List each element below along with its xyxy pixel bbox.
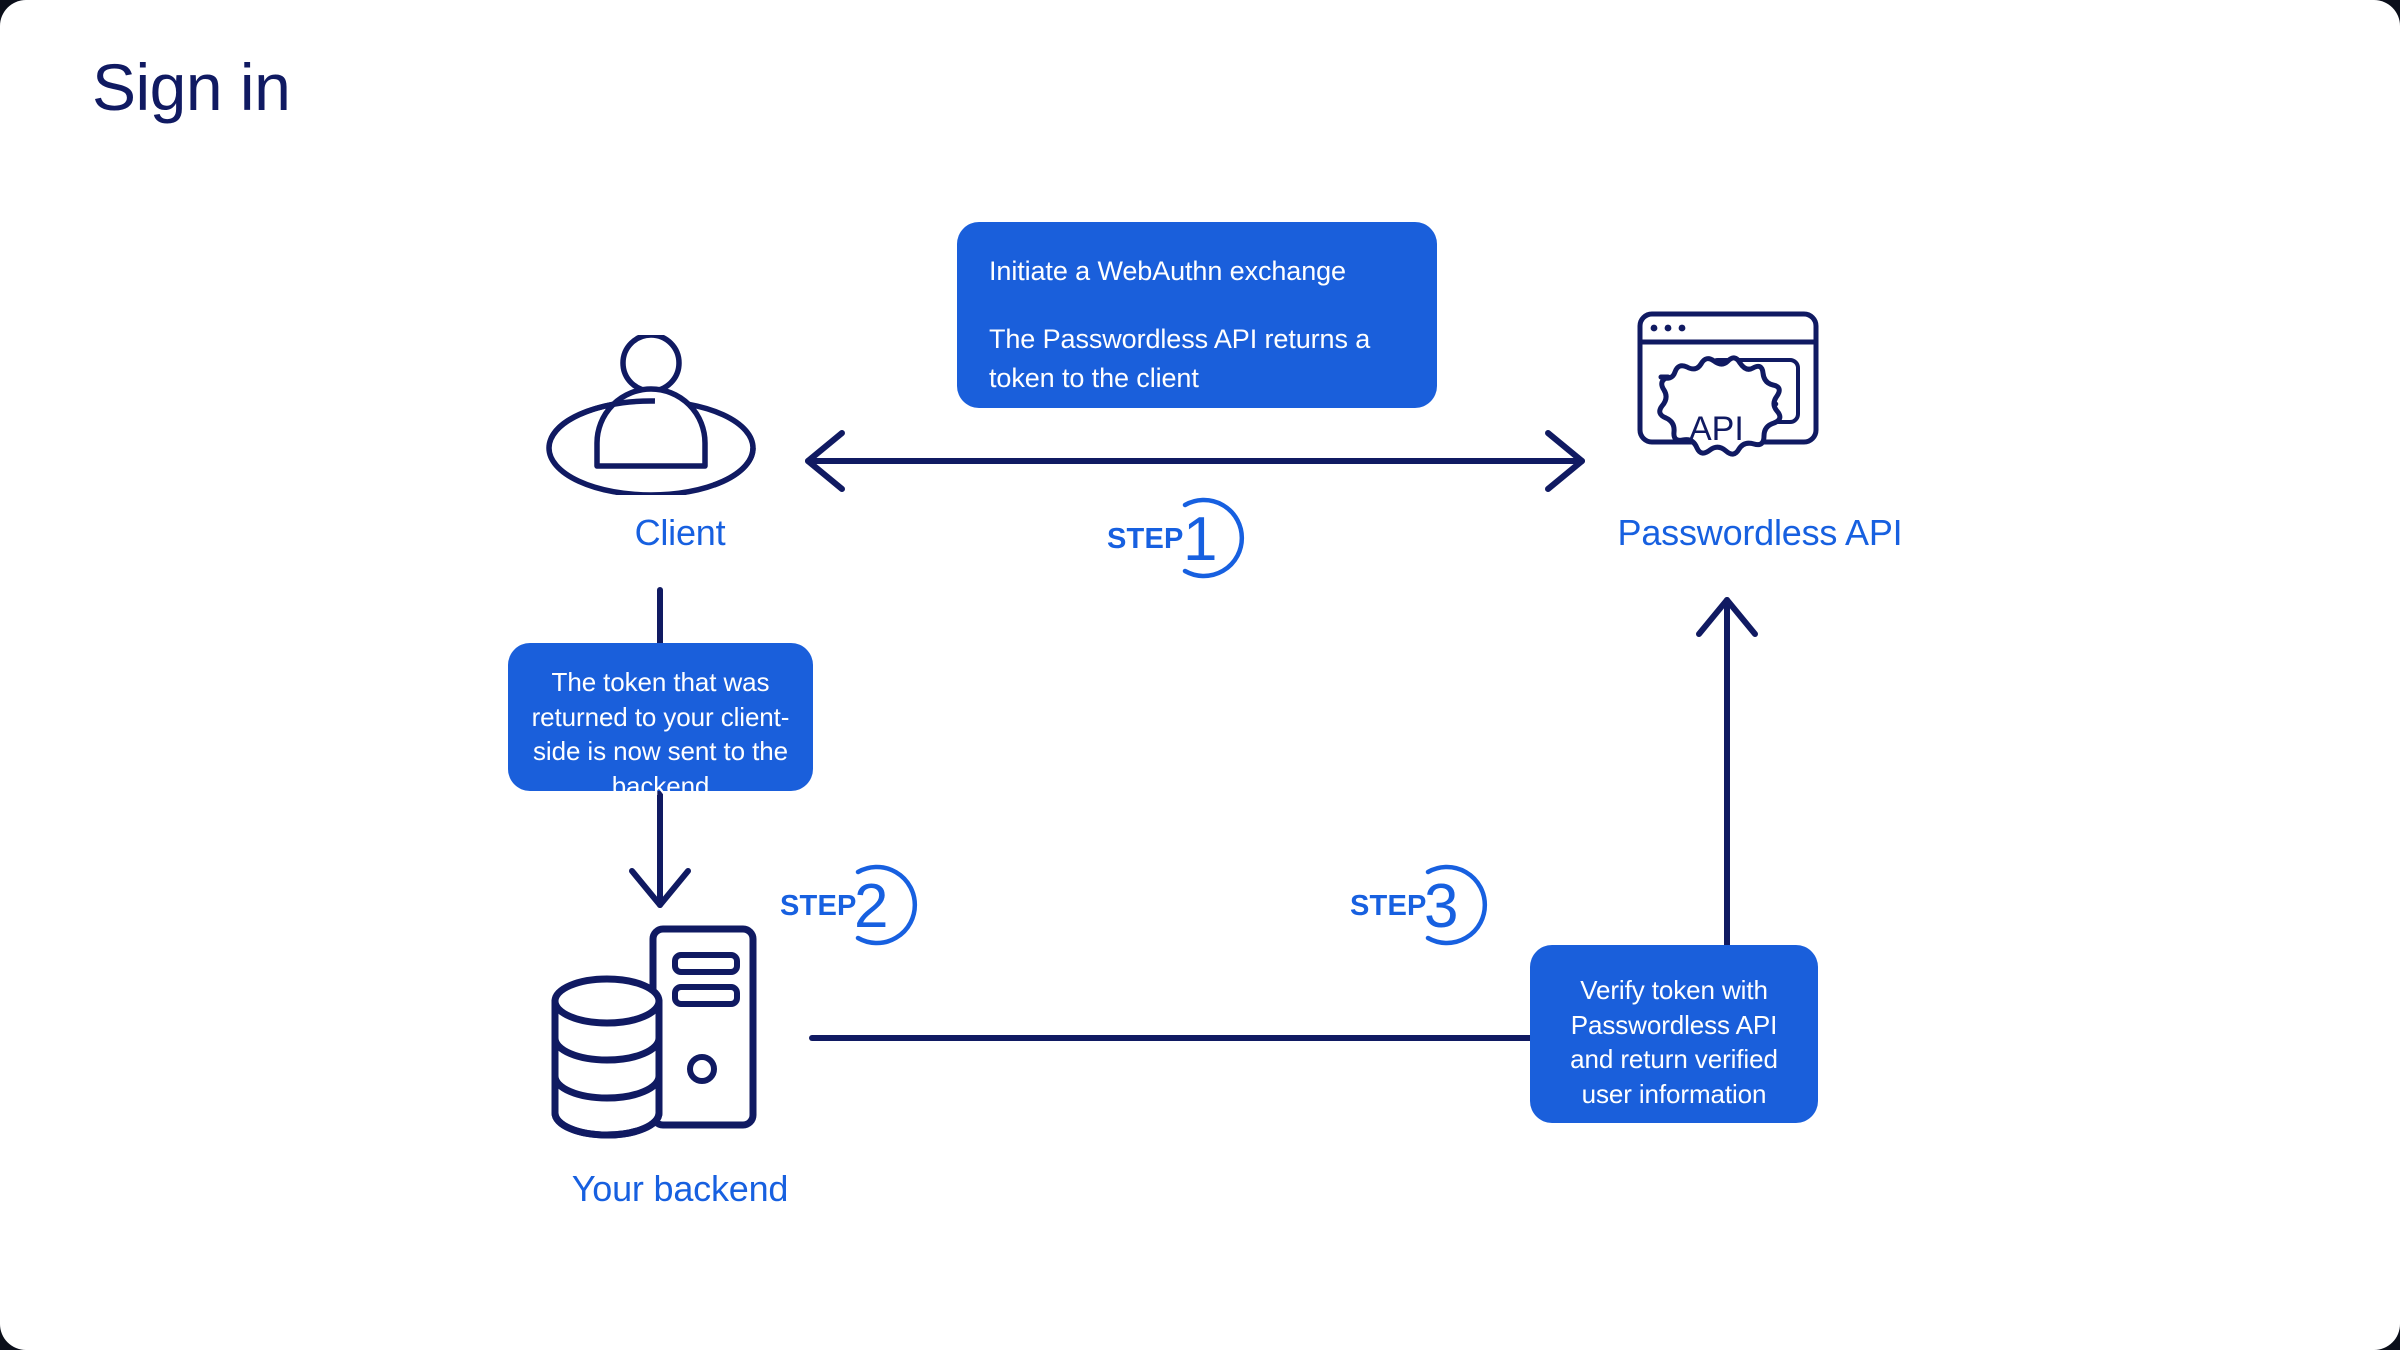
step-1-circle-shape — [1182, 497, 1245, 579]
step-badge-1: STEP 1 — [1105, 483, 1295, 593]
client-body-shape — [594, 386, 708, 469]
callout-1-line-2: The Passwordless API returns a token to … — [989, 324, 1371, 393]
callout-step-3: Verify token with Passwordless API and r… — [1530, 945, 1818, 1123]
step-badge-3: STEP 3 — [1348, 850, 1538, 960]
step-1-number: 1 — [1183, 505, 1217, 574]
step-3-word: STEP — [1350, 890, 1427, 922]
client-label: Client — [634, 512, 726, 553]
callout-step-1: Initiate a WebAuthn exchange The Passwor… — [957, 222, 1437, 408]
step-3-circle-shape — [1425, 864, 1488, 946]
step-2-word: STEP — [780, 890, 857, 922]
backend-label: Your backend — [571, 1168, 789, 1209]
api-label: Passwordless API — [1617, 512, 1903, 553]
api-gear-shape: API — [1657, 355, 1783, 457]
step-3-number: 3 — [1424, 872, 1458, 941]
step-2-number: 2 — [854, 872, 888, 941]
callout-2-line-1: The token that was returned to your clie… — [531, 667, 790, 801]
callout-step-2: The token that was returned to your clie… — [508, 643, 813, 801]
backend-database-shape — [551, 975, 663, 1139]
page-title: Sign in — [92, 50, 291, 124]
backend-server-shape — [649, 925, 757, 1129]
api-gear-text: API — [1689, 410, 1744, 448]
connector-client-api — [805, 430, 1585, 492]
client-icon — [545, 332, 815, 498]
client-head-shape — [620, 332, 682, 394]
step-2-circle-shape — [855, 864, 918, 946]
step-1-word: STEP — [1107, 523, 1184, 555]
step-badge-2: STEP 2 — [778, 850, 968, 960]
callout-1-line-1: Initiate a WebAuthn exchange — [989, 256, 1346, 286]
api-icon: API — [1600, 310, 1830, 500]
backend-icon — [545, 925, 795, 1155]
callout-3-line-1: Verify token with Passwordless API and r… — [1570, 975, 1778, 1109]
